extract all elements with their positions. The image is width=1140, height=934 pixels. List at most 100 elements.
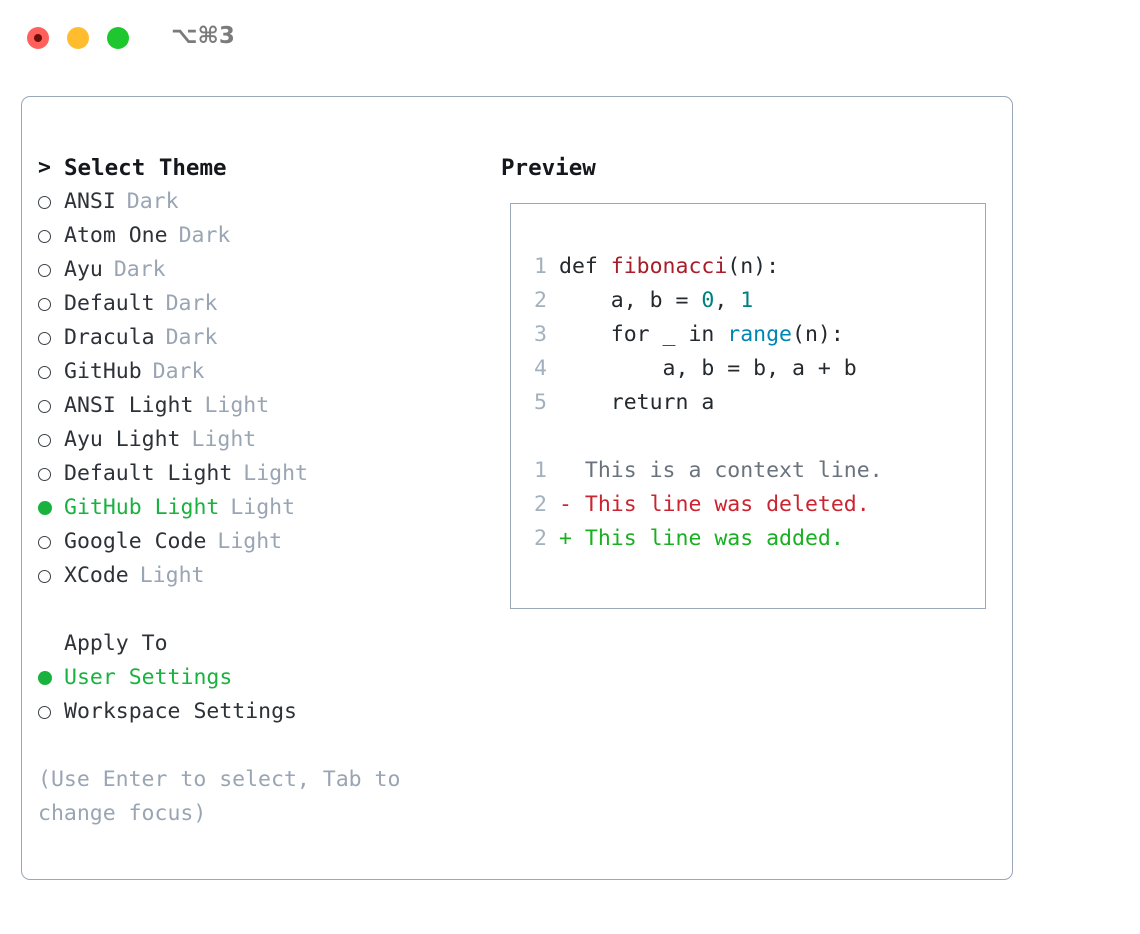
diff-spacer <box>525 420 979 454</box>
theme-name: ANSI Light <box>64 393 194 418</box>
code-token: fibonacci <box>610 254 728 279</box>
theme-list-item[interactable]: Dracula Dark <box>38 321 478 355</box>
radio-selected-icon[interactable] <box>38 491 64 525</box>
keyboard-hint: (Use Enter to select, Tab to change focu… <box>38 767 401 826</box>
theme-variant: Light <box>204 393 270 418</box>
code-line: 5 return a <box>525 386 979 420</box>
radio-glyph <box>38 433 51 447</box>
apply-to-label: User Settings <box>64 665 233 690</box>
radio-glyph <box>38 569 51 583</box>
apply-to-title: Apply To <box>64 631 168 656</box>
apply-to-option[interactable]: User Settings <box>38 661 478 695</box>
theme-variant: Dark <box>113 257 166 282</box>
theme-variant: Dark <box>165 291 218 316</box>
line-number: 2 <box>534 288 547 313</box>
theme-name: GitHub <box>64 359 142 384</box>
code-token: def <box>559 254 611 279</box>
radio-unselected-icon[interactable] <box>38 355 64 389</box>
code-token: (n): <box>727 254 780 279</box>
theme-name: Default Light <box>64 461 233 486</box>
code-token: a, b = <box>559 288 702 313</box>
diff-text: - This line was deleted. <box>559 492 870 517</box>
theme-name: GitHub Light <box>64 495 220 520</box>
radio-glyph <box>38 705 51 719</box>
theme-name: XCode <box>64 563 129 588</box>
minimize-button[interactable] <box>67 27 89 49</box>
radio-glyph <box>38 399 51 413</box>
radio-selected-icon[interactable] <box>38 661 64 695</box>
line-number: 3 <box>534 322 547 347</box>
radio-unselected-icon[interactable] <box>38 321 64 355</box>
radio-glyph <box>38 671 52 685</box>
theme-list-item[interactable]: Default Light Light <box>38 457 478 491</box>
prompt-caret-icon: > <box>38 155 51 180</box>
theme-variant: Dark <box>126 189 179 214</box>
radio-unselected-icon[interactable] <box>38 219 64 253</box>
keyboard-shortcut-label: ⌥⌘3 <box>171 23 235 49</box>
theme-variant: Light <box>243 461 309 486</box>
list-spacer <box>38 593 478 627</box>
line-number: 2 <box>534 526 547 551</box>
theme-variant: Light <box>230 495 296 520</box>
theme-list-item[interactable]: Google Code Light <box>38 525 478 559</box>
radio-unselected-icon[interactable] <box>38 389 64 423</box>
diff-text: This is a context line. <box>559 458 883 483</box>
line-number: 4 <box>534 356 547 381</box>
radio-unselected-icon[interactable] <box>38 185 64 219</box>
code-token: 1 <box>740 288 754 313</box>
radio-unselected-icon[interactable] <box>38 457 64 491</box>
theme-variant: Dark <box>178 223 231 248</box>
theme-name: Google Code <box>64 529 207 554</box>
radio-glyph <box>38 535 51 549</box>
theme-variant: Light <box>217 529 283 554</box>
window-controls <box>27 27 129 49</box>
theme-variant: Light <box>139 563 205 588</box>
diff-text: + This line was added. <box>559 526 844 551</box>
code-token: range <box>727 322 793 347</box>
preview-column: Preview <box>501 151 1001 185</box>
preview-label: Preview <box>501 155 596 181</box>
close-button[interactable] <box>27 27 49 49</box>
radio-glyph <box>38 365 51 379</box>
maximize-button[interactable] <box>107 27 129 49</box>
theme-list-title: > Select Theme <box>38 151 478 185</box>
code-line: 4 a, b = b, a + b <box>525 352 979 386</box>
theme-list-item[interactable]: GitHub Light Light <box>38 491 478 525</box>
theme-variant: Dark <box>165 325 218 350</box>
radio-unselected-icon[interactable] <box>38 559 64 593</box>
diff-line: 1 This is a context line. <box>525 454 979 488</box>
theme-list-item[interactable]: XCode Light <box>38 559 478 593</box>
theme-name: Atom One <box>64 223 168 248</box>
theme-list-item[interactable]: ANSI Light Light <box>38 389 478 423</box>
theme-list-item[interactable]: GitHub Dark <box>38 355 478 389</box>
radio-glyph <box>38 297 51 311</box>
theme-variant: Dark <box>152 359 205 384</box>
radio-unselected-icon[interactable] <box>38 423 64 457</box>
theme-name: Dracula <box>64 325 155 350</box>
page-title: Select Theme <box>64 155 227 181</box>
diff-block: 1 This is a context line.2- This line wa… <box>525 454 979 556</box>
line-number: 5 <box>534 390 547 415</box>
theme-list-item[interactable]: Atom One Dark <box>38 219 478 253</box>
diff-line: 2- This line was deleted. <box>525 488 979 522</box>
theme-list-item[interactable]: ANSI Dark <box>38 185 478 219</box>
radio-glyph <box>38 467 51 481</box>
radio-unselected-icon[interactable] <box>38 525 64 559</box>
radio-unselected-icon[interactable] <box>38 287 64 321</box>
line-number: 1 <box>534 458 547 483</box>
radio-unselected-icon[interactable] <box>38 253 64 287</box>
apply-to-option[interactable]: Workspace Settings <box>38 695 478 729</box>
code-token: for _ in <box>559 322 728 347</box>
radio-unselected-icon[interactable] <box>38 695 64 729</box>
theme-name: ANSI <box>64 189 116 214</box>
radio-glyph <box>38 263 51 277</box>
